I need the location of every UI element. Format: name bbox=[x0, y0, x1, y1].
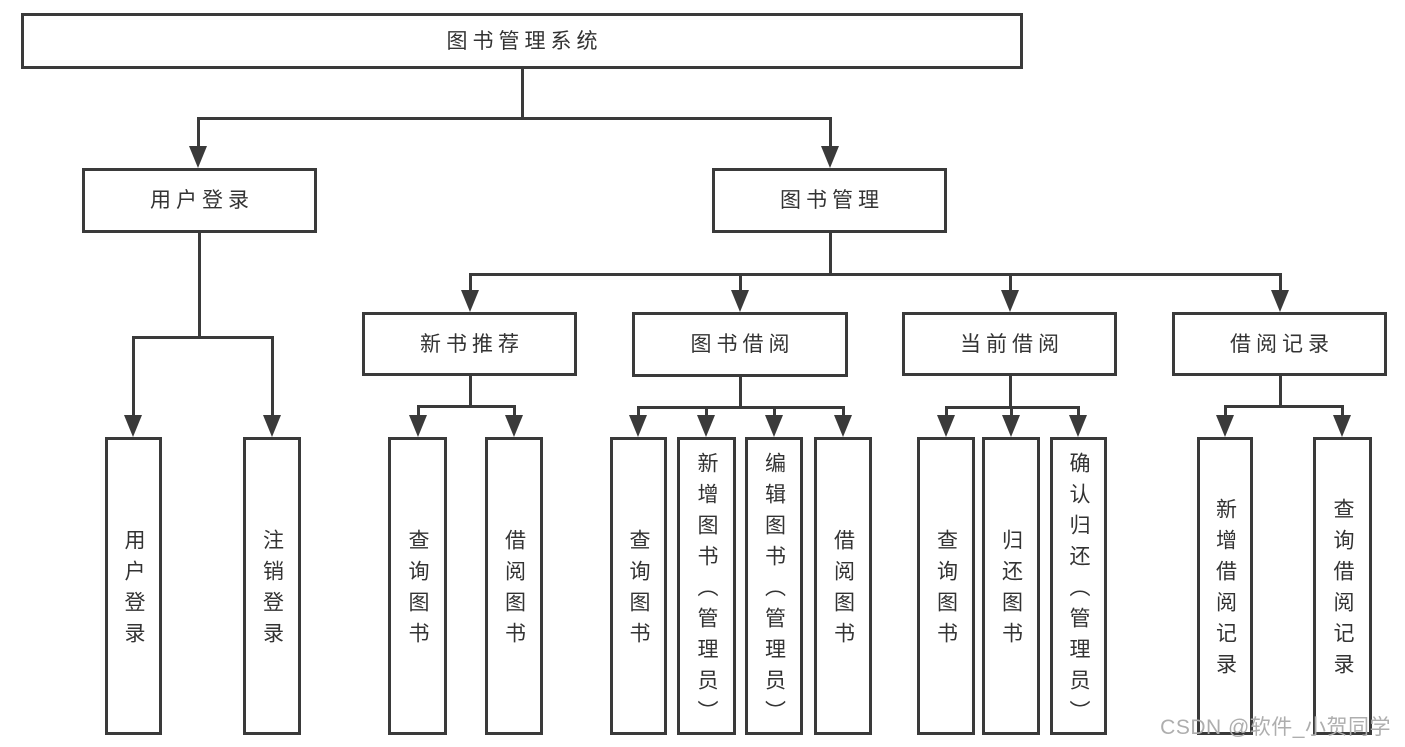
arrow-down-icon bbox=[1216, 415, 1234, 437]
arrow-down-icon bbox=[937, 415, 955, 437]
node-leaf-query-book-2: 查询图书 bbox=[610, 437, 667, 735]
connector-line bbox=[1223, 405, 1344, 408]
connector-line bbox=[416, 405, 420, 419]
arrow-down-icon bbox=[1069, 415, 1087, 437]
node-label-leaf-query-borrow-record: 查询借阅记录 bbox=[1331, 498, 1354, 684]
connector-line bbox=[636, 406, 640, 419]
connector-line bbox=[1278, 273, 1282, 294]
connector-line bbox=[828, 233, 832, 276]
node-book-borrowing: 图书借阅 bbox=[632, 312, 848, 377]
node-label-borrowing-records: 借阅记录 bbox=[1230, 332, 1334, 356]
arrow-down-icon bbox=[697, 415, 715, 437]
connector-line bbox=[270, 336, 274, 419]
node-label-book-management: 图书管理 bbox=[780, 189, 884, 212]
connector-line bbox=[841, 406, 845, 419]
arrow-down-icon bbox=[189, 146, 207, 168]
connector-line bbox=[416, 405, 516, 408]
connector-line bbox=[944, 406, 948, 419]
node-root: 图书管理系统 bbox=[21, 13, 1023, 69]
arrow-down-icon bbox=[461, 290, 479, 312]
node-label-book-borrowing: 图书借阅 bbox=[690, 333, 795, 356]
connector-line bbox=[512, 405, 516, 419]
node-leaf-user-login: 用户登录 bbox=[105, 437, 162, 735]
node-new-book-recommend: 新书推荐 bbox=[362, 312, 577, 376]
node-leaf-edit-book-admin: 编辑图书（管理员） bbox=[745, 437, 803, 735]
node-user-login: 用户登录 bbox=[82, 168, 317, 233]
arrow-down-icon bbox=[834, 415, 852, 437]
connector-line bbox=[196, 117, 200, 150]
connector-line bbox=[704, 406, 708, 419]
node-borrowing-records: 借阅记录 bbox=[1172, 312, 1387, 376]
node-label-leaf-return-book: 归还图书 bbox=[999, 529, 1023, 653]
arrow-down-icon bbox=[765, 415, 783, 437]
connector-line bbox=[738, 273, 742, 294]
node-leaf-query-book-3: 查询图书 bbox=[917, 437, 975, 735]
connector-line bbox=[1340, 405, 1344, 419]
arrow-down-icon bbox=[1001, 290, 1019, 312]
arrow-down-icon bbox=[409, 415, 427, 437]
arrow-down-icon bbox=[1002, 415, 1020, 437]
connector-line bbox=[520, 69, 524, 120]
connector-line bbox=[131, 336, 135, 419]
node-leaf-confirm-return-admin: 确认归还（管理员） bbox=[1050, 437, 1107, 735]
arrow-down-icon bbox=[1333, 415, 1351, 437]
node-leaf-query-book-1: 查询图书 bbox=[388, 437, 447, 735]
node-label-root: 图书管理系统 bbox=[446, 29, 603, 53]
arrow-down-icon bbox=[821, 146, 839, 168]
connector-line bbox=[468, 273, 472, 294]
node-label-leaf-add-book-admin: 新增图书（管理员） bbox=[695, 451, 718, 731]
node-label-leaf-confirm-return-admin: 确认归还（管理员） bbox=[1067, 451, 1090, 731]
connector-line bbox=[738, 377, 742, 409]
node-leaf-return-book: 归还图书 bbox=[982, 437, 1040, 735]
connector-line bbox=[468, 376, 472, 408]
node-leaf-borrow-book-1: 借阅图书 bbox=[485, 437, 543, 735]
connector-line bbox=[196, 117, 832, 120]
connector-line bbox=[1076, 406, 1080, 419]
arrow-down-icon bbox=[124, 415, 142, 437]
arrow-down-icon bbox=[629, 415, 647, 437]
connector-line bbox=[1008, 376, 1012, 409]
csdn-watermark: CSDN @软件_小贺同学 bbox=[1160, 716, 1391, 739]
node-leaf-logout: 注销登录 bbox=[243, 437, 301, 735]
connector-line bbox=[197, 233, 201, 339]
node-label-user-login: 用户登录 bbox=[150, 189, 254, 212]
arrow-down-icon bbox=[731, 290, 749, 312]
connector-line bbox=[1223, 405, 1227, 419]
node-label-current-borrowing: 当前借阅 bbox=[960, 332, 1064, 356]
node-label-leaf-user-login: 用户登录 bbox=[122, 529, 145, 653]
node-leaf-add-borrow-record: 新增借阅记录 bbox=[1197, 437, 1253, 735]
node-label-leaf-add-borrow-record: 新增借阅记录 bbox=[1213, 498, 1237, 684]
connector-line bbox=[1008, 273, 1012, 294]
arrow-down-icon bbox=[263, 415, 281, 437]
node-label-leaf-borrow-book-2: 借阅图书 bbox=[831, 529, 855, 653]
arrow-down-icon bbox=[505, 415, 523, 437]
node-label-leaf-logout: 注销登录 bbox=[260, 529, 284, 653]
connector-line bbox=[636, 406, 845, 409]
connector-line bbox=[1009, 406, 1013, 419]
node-label-leaf-query-book-1: 查询图书 bbox=[406, 529, 429, 653]
node-leaf-borrow-book-2: 借阅图书 bbox=[814, 437, 872, 735]
connector-line bbox=[1278, 376, 1282, 408]
connector-line bbox=[468, 273, 1282, 276]
node-current-borrowing: 当前借阅 bbox=[902, 312, 1117, 376]
node-label-leaf-query-book-3: 查询图书 bbox=[934, 529, 958, 653]
node-book-management: 图书管理 bbox=[712, 168, 947, 233]
connector-line bbox=[828, 117, 832, 150]
connector-line bbox=[772, 406, 776, 419]
node-leaf-add-book-admin: 新增图书（管理员） bbox=[677, 437, 736, 735]
node-label-new-book-recommend: 新书推荐 bbox=[420, 332, 524, 356]
node-label-leaf-borrow-book-1: 借阅图书 bbox=[502, 529, 526, 653]
node-label-leaf-query-book-2: 查询图书 bbox=[627, 529, 650, 653]
node-leaf-query-borrow-record: 查询借阅记录 bbox=[1313, 437, 1372, 735]
node-label-leaf-edit-book-admin: 编辑图书（管理员） bbox=[762, 451, 786, 731]
arrow-down-icon bbox=[1271, 290, 1289, 312]
connector-line bbox=[131, 336, 274, 339]
